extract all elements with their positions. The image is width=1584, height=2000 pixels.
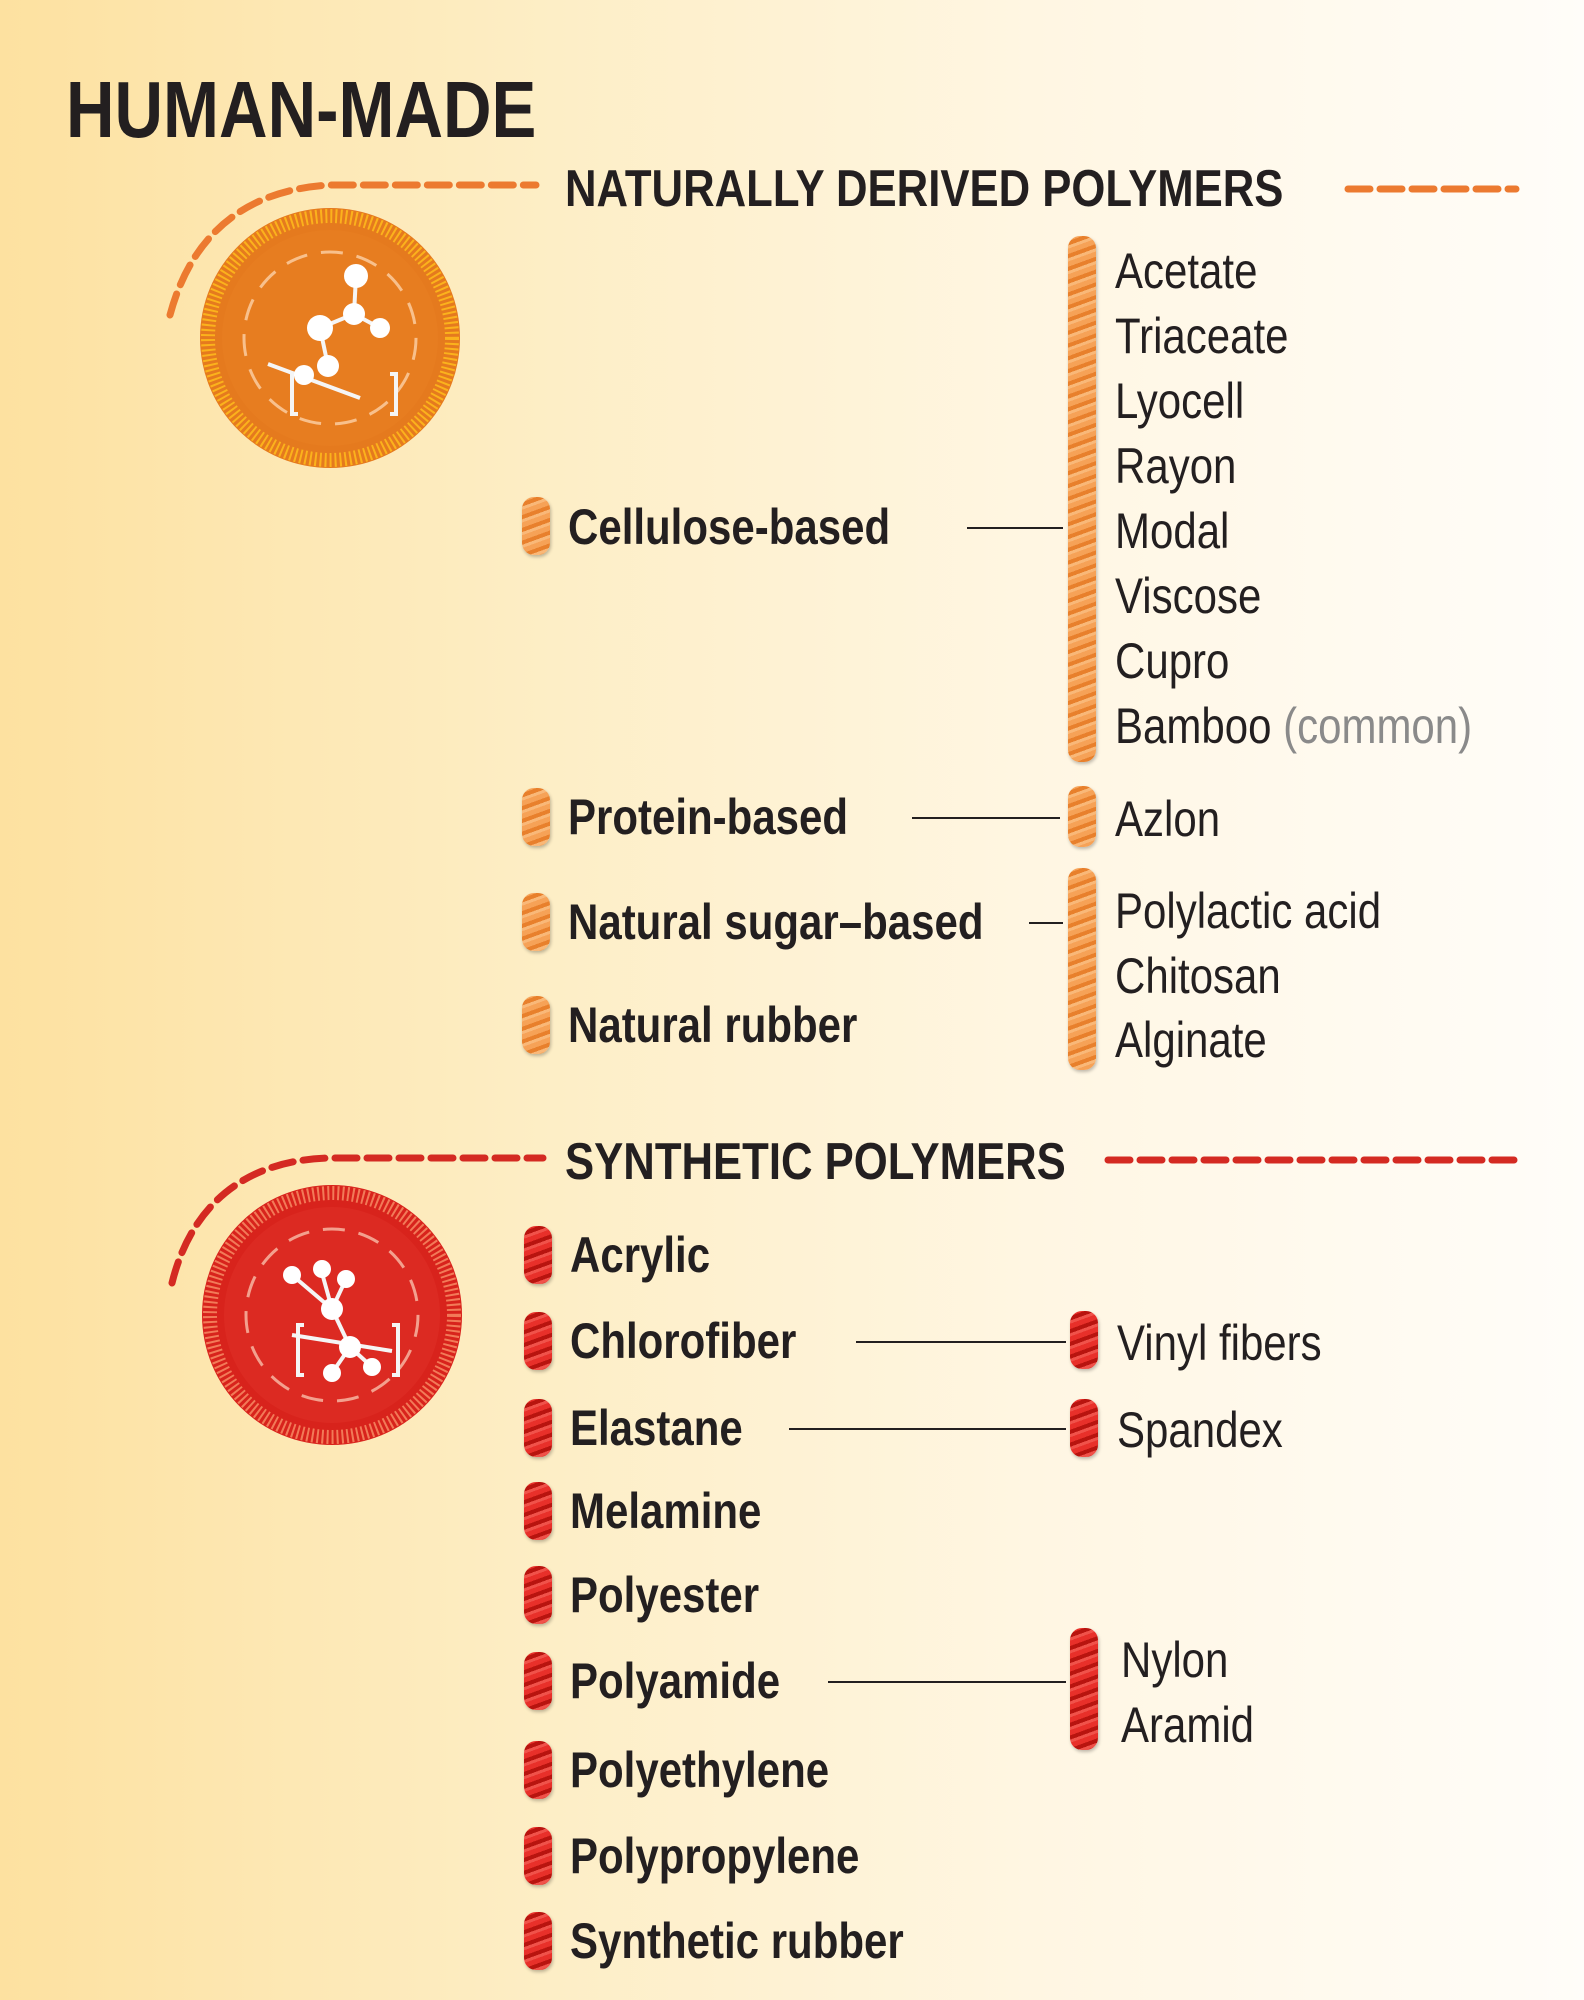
thread-spool-icon [522, 788, 550, 846]
fiber-item: Spandex [1117, 1402, 1283, 1458]
connector-line [856, 1341, 1066, 1343]
fiber-name: Bamboo [1115, 698, 1272, 754]
thread-spool-icon [522, 996, 550, 1054]
fiber-item: Alginate [1115, 1012, 1267, 1068]
category-item: Acrylic [570, 1227, 711, 1283]
connector-line [967, 527, 1063, 529]
category-item: Elastane [570, 1400, 743, 1456]
thread-spool-icon [1068, 786, 1096, 847]
category-item: Polyamide [570, 1653, 781, 1709]
natural-stitch-line [166, 181, 540, 319]
thread-spool-icon [524, 1912, 552, 1970]
fiber-item-bamboo: Bamboo (common) [1115, 701, 1472, 751]
fiber-item: Cupro [1115, 633, 1230, 689]
category-item: Chlorofiber [570, 1313, 797, 1369]
category-item: Polyethylene [570, 1742, 830, 1798]
category-rubber: Natural rubber [568, 997, 858, 1053]
connector-line [1029, 922, 1063, 924]
thread-spool-icon [1068, 236, 1096, 762]
thread-spool-icon [1070, 1311, 1098, 1369]
fiber-item: Vinyl fibers [1117, 1315, 1322, 1371]
fiber-item: Polylactic acid [1115, 883, 1382, 939]
thread-spool-icon [522, 497, 550, 555]
category-cellulose: Cellulose-based [568, 499, 891, 555]
thread-spool-icon [1068, 868, 1096, 1070]
category-protein: Protein-based [568, 789, 849, 845]
thread-spool-icon [524, 1399, 552, 1457]
fiber-item: Chitosan [1115, 948, 1281, 1004]
thread-spool-icon [1070, 1399, 1098, 1457]
fiber-item: Modal [1115, 503, 1230, 559]
fiber-item: Acetate [1115, 243, 1258, 299]
category-item: Melamine [570, 1483, 762, 1539]
fiber-item: Viscose [1115, 568, 1262, 624]
thread-spool-icon [524, 1652, 552, 1710]
connector-line [789, 1428, 1066, 1430]
connector-line [912, 817, 1060, 819]
synthetic-polymers-header: SYNTHETIC POLYMERS [565, 1133, 1066, 1191]
category-item: Polypropylene [570, 1828, 860, 1884]
fiber-item: Aramid [1121, 1697, 1255, 1753]
category-item: Synthetic rubber [570, 1913, 904, 1969]
synthetic-polymer-badge-icon [202, 1185, 462, 1445]
fiber-item: Nylon [1121, 1632, 1229, 1688]
fiber-note: (common) [1283, 698, 1473, 754]
connector-line [828, 1681, 1066, 1683]
thread-spool-icon [524, 1312, 552, 1370]
fiber-item: Rayon [1115, 438, 1237, 494]
thread-spool-icon [524, 1226, 552, 1284]
fiber-item: Triaceate [1115, 308, 1289, 364]
category-item: Polyester [570, 1567, 760, 1623]
thread-spool-icon [524, 1827, 552, 1885]
category-sugar: Natural sugar–based [568, 894, 984, 950]
synthetic-stitch-line [168, 1154, 547, 1287]
natural-polymers-header: NATURALLY DERIVED POLYMERS [565, 160, 1284, 218]
thread-spool-icon [524, 1482, 552, 1540]
thread-spool-icon [1070, 1628, 1098, 1750]
fiber-item: Azlon [1115, 791, 1221, 847]
natural-polymer-badge-icon [200, 208, 460, 468]
page-title: HUMAN-MADE [66, 65, 537, 154]
thread-spool-icon [524, 1566, 552, 1624]
fiber-item: Lyocell [1115, 373, 1245, 429]
thread-spool-icon [522, 893, 550, 951]
thread-spool-icon [524, 1741, 552, 1799]
